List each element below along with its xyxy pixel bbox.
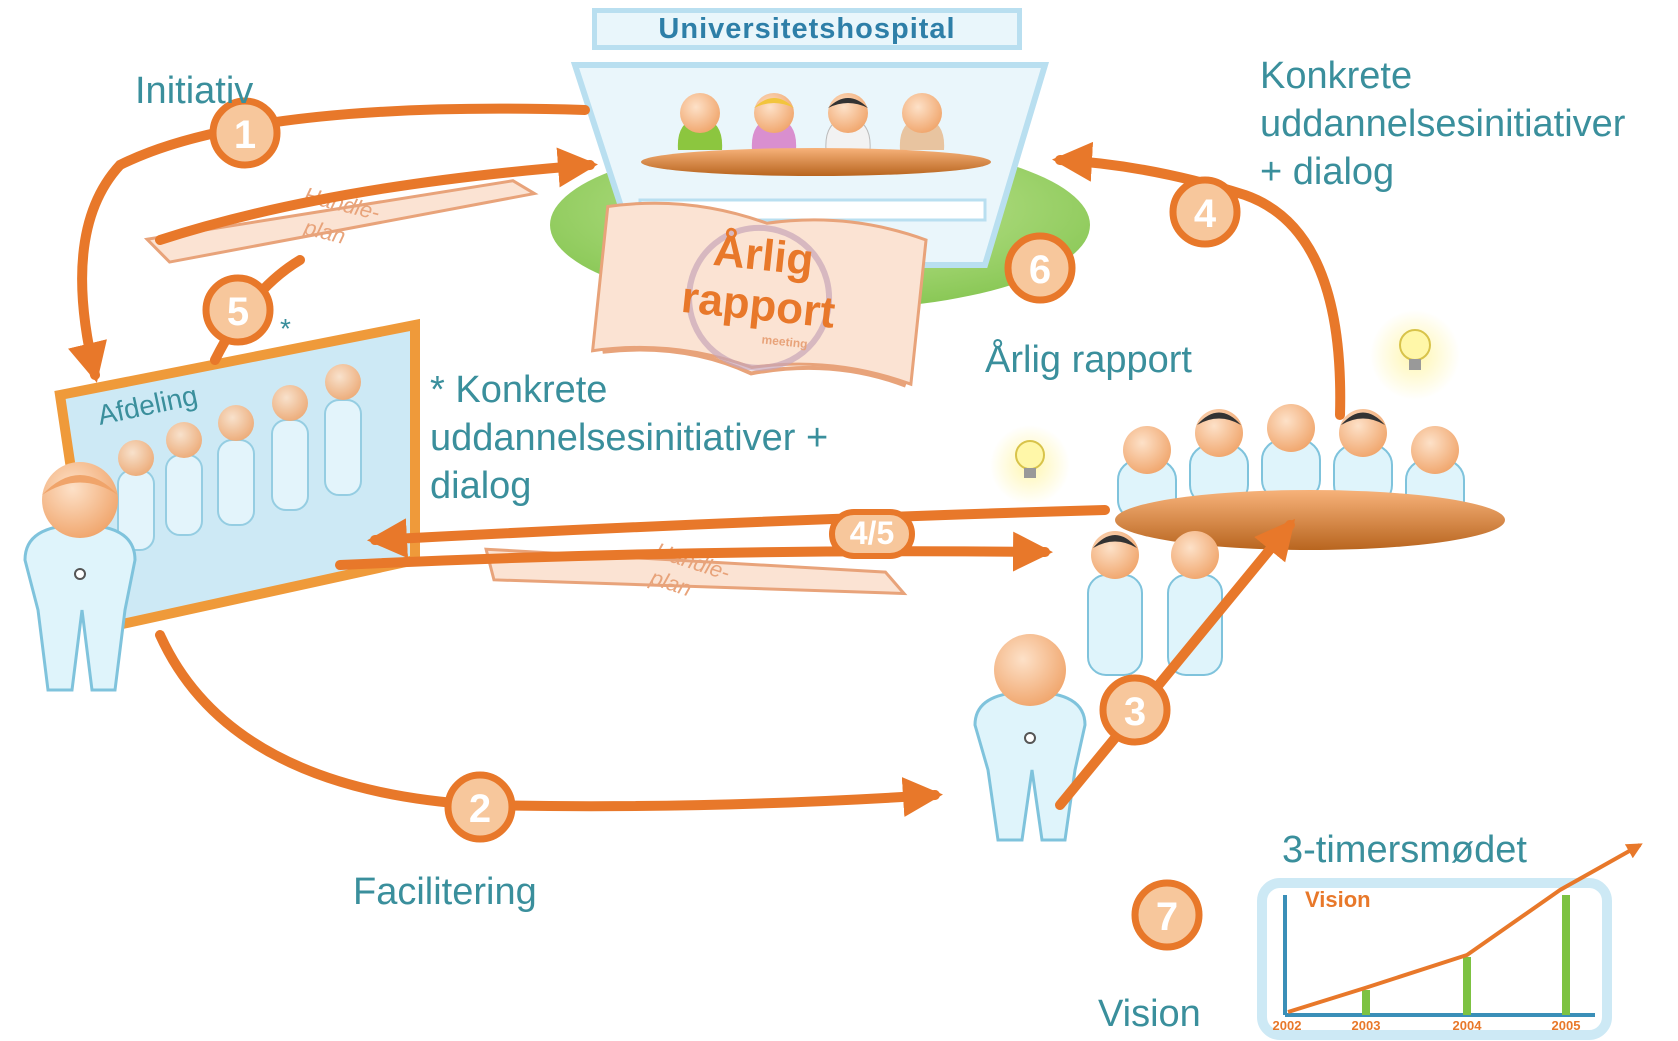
board-person-4 — [899, 93, 945, 150]
mini-bar-2004 — [1463, 957, 1471, 1015]
department-staff — [117, 364, 362, 551]
svg-text:5: 5 — [227, 290, 249, 334]
mini-year-2002: 2002 — [1273, 1018, 1302, 1033]
board-person-1 — [677, 93, 723, 150]
arrow-4 — [1052, 141, 1346, 420]
svg-text:6: 6 — [1029, 248, 1051, 292]
lightbulb-icon — [1370, 310, 1460, 400]
step-badge-4: 4 — [1169, 176, 1241, 248]
svg-text:7: 7 — [1156, 895, 1178, 939]
step-badge-6: 6 — [1004, 232, 1076, 304]
hospital-title: Universitetshospital — [592, 8, 1022, 50]
mini-trend-line — [1287, 843, 1643, 1014]
lightbulb-icon — [990, 425, 1070, 505]
arrow-45-left — [367, 505, 1110, 559]
meeting-table — [1115, 490, 1505, 550]
step-badge-3: 3 — [1099, 674, 1171, 746]
label-3-timersmoedet: 3-timersmødet — [1282, 829, 1527, 871]
annual-report-book: Årlig rapport meeting — [590, 201, 928, 388]
report-stamp: meeting — [761, 332, 808, 351]
mini-chart-title: Vision — [1305, 887, 1371, 912]
label-konkrete-top: Konkrete uddannelsesinitiativer + dialog — [1260, 55, 1626, 193]
arrow-facilitering — [155, 630, 943, 817]
mini-vision-chart: Vision 2002 2003 2004 2005 — [1257, 843, 1643, 1040]
svg-text:1: 1 — [234, 113, 256, 157]
arrow-handleplan-up — [155, 147, 598, 245]
svg-text:3: 3 — [1124, 690, 1146, 734]
meeting-group — [1087, 404, 1505, 676]
svg-text:4: 4 — [1194, 192, 1217, 236]
doctor-left — [23, 462, 137, 692]
arrow-initiativ — [68, 103, 590, 383]
step-badge-5: 5 — [202, 274, 274, 346]
mini-year-2005: 2005 — [1552, 1018, 1581, 1033]
svg-text:2: 2 — [469, 787, 491, 831]
label-aarlig-rapport: Årlig rapport — [985, 339, 1192, 381]
doctor-right — [973, 634, 1087, 842]
step-badge-45: 4/5 — [829, 509, 915, 559]
arrow-45-right — [335, 531, 1053, 572]
step-badges: 1 2 3 4 5 6 7 4/5 — [202, 97, 1241, 951]
board-table — [641, 148, 991, 176]
board-person-3 — [825, 93, 871, 151]
arrow-3 — [1055, 518, 1296, 810]
mini-bar-2005 — [1562, 895, 1570, 1015]
step-badge-1: 1 — [209, 97, 281, 169]
mini-year-2004: 2004 — [1453, 1018, 1483, 1033]
step-badge-7: 7 — [1131, 879, 1203, 951]
label-konkrete-mid: * Konkrete uddannelsesinitiativer + dial… — [430, 369, 829, 507]
hospital-board-people — [641, 93, 991, 176]
label-facilitering: Facilitering — [353, 871, 537, 913]
step-badge-2: 2 — [444, 771, 516, 843]
label-initiativ: Initiativ — [135, 70, 254, 112]
svg-text:4/5: 4/5 — [850, 515, 894, 551]
mini-bar-2003 — [1362, 990, 1370, 1015]
label-vision: Vision — [1098, 993, 1201, 1035]
report-title-line1: Årlig — [711, 226, 816, 285]
asterisk-mark: * — [280, 313, 291, 344]
board-person-2 — [751, 93, 797, 150]
mini-year-2003: 2003 — [1352, 1018, 1381, 1033]
